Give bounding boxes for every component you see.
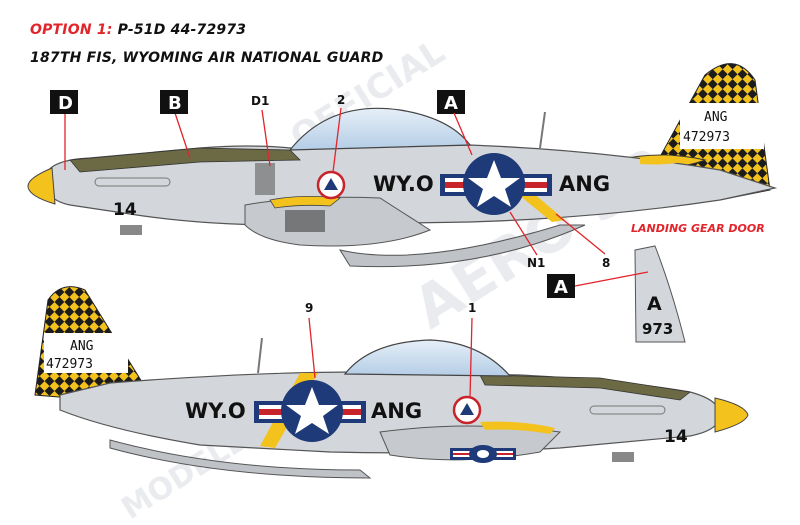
landing-gear-door: LANDING GEAR DOOR A 973 A	[547, 222, 765, 343]
tail-ang-bottom: ANG	[70, 339, 94, 354]
callout-B	[160, 90, 188, 114]
ang-marking-bottom: ANG	[371, 399, 422, 423]
aircraft-serial-title: P-51D 44-72973	[117, 22, 247, 38]
svg-text:A: A	[444, 93, 458, 114]
svg-text:D: D	[58, 93, 73, 114]
anti-glare-panel-bottom	[479, 374, 691, 401]
unit-subtitle: 187TH FIS, WYOMING AIR NATIONAL GUARD	[30, 50, 384, 66]
unit-badge-bottom	[452, 395, 482, 425]
callout-8: 8	[602, 256, 610, 270]
callout-9: 9	[305, 301, 313, 315]
canopy	[288, 107, 472, 151]
gear-door-number: 973	[642, 320, 673, 338]
exhaust-stack	[94, 177, 171, 187]
right-profile-aircraft: ANG 472973 WY.O ANG	[34, 286, 749, 479]
antenna-mast-top	[539, 111, 546, 149]
svg-text:A: A	[554, 277, 568, 298]
canopy-bottom	[343, 339, 512, 377]
tail-panel-bottom	[44, 333, 128, 373]
anti-glare-panel	[69, 147, 301, 173]
tail-serial-bottom: 472973	[46, 357, 93, 372]
callouts-top: D B D1 2 A N1 8	[50, 90, 610, 270]
fuselage	[44, 144, 778, 226]
callout-1: 1	[468, 301, 476, 315]
belly-scoop	[338, 224, 586, 268]
spinner-nose	[27, 167, 56, 205]
gear-door-panel	[634, 245, 686, 343]
wing-yellow-stripe-bottom	[480, 421, 555, 434]
wing-yellow-stripe	[269, 196, 342, 209]
vent-grille	[120, 225, 142, 235]
exhaust-stack-bottom	[589, 405, 666, 415]
wyo-marking-bottom: WY.O	[185, 399, 246, 423]
underwing-star-bar	[450, 445, 516, 463]
callout-A-top	[437, 90, 465, 114]
spinner-nose-bottom	[714, 397, 749, 433]
star-roundel-top	[440, 153, 552, 215]
callout-N1: N1	[527, 256, 545, 270]
buzz-number-top: 14	[113, 200, 137, 220]
gear-door-letter: A	[647, 293, 662, 315]
buzz-number-bottom: 14	[664, 427, 688, 447]
callout-2: 2	[337, 93, 345, 107]
star-roundel-bottom	[254, 380, 366, 442]
tail-panel	[680, 103, 764, 149]
left-profile-aircraft: ANG 472973 14 WY.O	[27, 63, 778, 268]
callout-D1: D1	[251, 94, 269, 108]
rear-yellow-dash	[640, 155, 690, 165]
landing-gear-door-label: LANDING GEAR DOOR	[631, 222, 765, 235]
callouts-bottom: 9 1	[305, 301, 476, 399]
belly-scoop-bottom	[109, 439, 372, 479]
ang-marking-top: ANG	[559, 172, 610, 196]
option-header: OPTION 1: P-51D 44-72973	[30, 22, 246, 38]
data-stencil-d1	[255, 163, 275, 195]
wyo-marking-top: WY.O	[373, 172, 434, 196]
option-label: OPTION 1:	[30, 22, 113, 38]
svg-text:B: B	[168, 93, 182, 114]
antenna-mast-bottom	[257, 337, 263, 374]
unit-badge-top	[316, 170, 346, 200]
tail-serial-top: 472973	[683, 130, 730, 145]
tail-ang-top: ANG	[704, 110, 728, 125]
callout-A-door	[547, 274, 575, 298]
callout-D	[50, 90, 78, 114]
vent-grille-bottom	[612, 452, 634, 462]
wing-stencil	[285, 210, 325, 232]
